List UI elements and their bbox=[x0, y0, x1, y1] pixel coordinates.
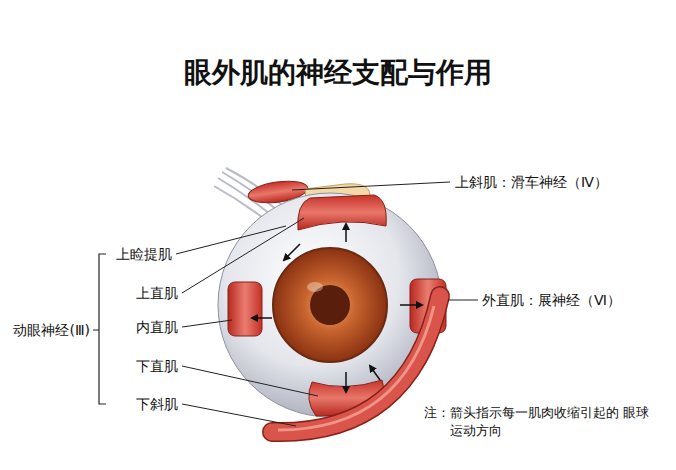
iris bbox=[273, 248, 387, 362]
nerve-label: 动眼神经(Ⅲ) bbox=[13, 322, 90, 339]
highlight bbox=[307, 282, 323, 292]
direction-arrows bbox=[252, 224, 422, 392]
muscle-label: 下直肌 bbox=[136, 358, 178, 375]
nerve-label: 上斜肌：滑车神经（Ⅳ） bbox=[455, 174, 608, 191]
bracket bbox=[93, 254, 106, 404]
muscle-label: 内直肌 bbox=[136, 319, 178, 336]
muscle-label: 上直肌 bbox=[136, 285, 178, 302]
medial-rectus bbox=[228, 282, 262, 336]
title: 眼外肌的神经支配与作用 bbox=[0, 56, 676, 90]
leader-lines bbox=[176, 182, 478, 426]
nerve-label: 外直肌：展神经（Ⅵ） bbox=[482, 292, 621, 309]
note: 注：箭头指示每一肌肉收缩引起的 眼球运动方向 bbox=[424, 404, 650, 439]
muscle-label: 下斜肌 bbox=[136, 396, 178, 413]
superior-rectus bbox=[298, 195, 387, 230]
muscle-label: 上睑提肌 bbox=[116, 246, 172, 263]
